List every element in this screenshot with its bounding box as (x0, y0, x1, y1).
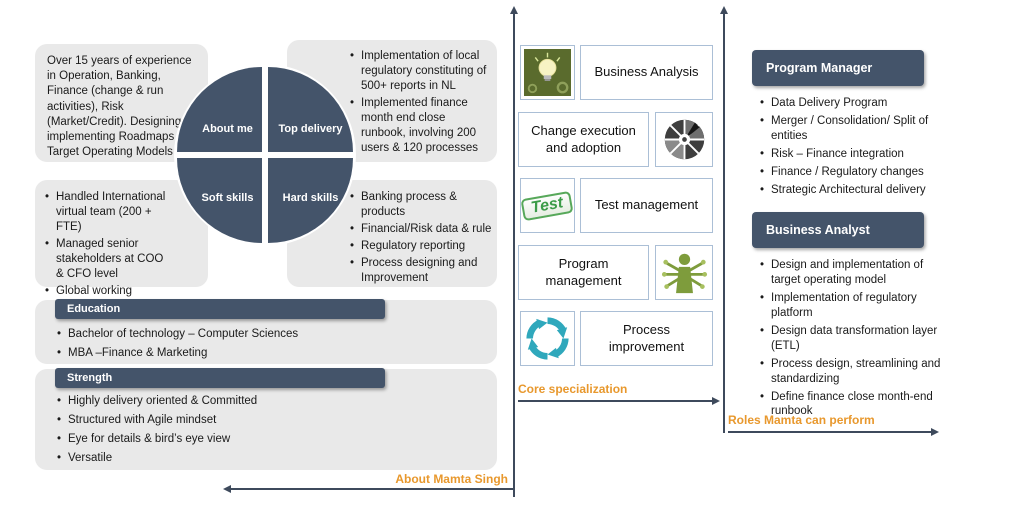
axis-arrow-right-icon (712, 397, 720, 405)
vertical-axis-right (723, 14, 725, 433)
experience-text: Over 15 years of experience in Operation… (47, 55, 192, 159)
education-header: Education (55, 299, 385, 319)
business-analyst-title: Business Analyst (766, 223, 870, 237)
strength-item: Highly delivery oriented & Committed (57, 394, 497, 409)
about-axis-line (230, 488, 514, 490)
quadrant-label: Top delivery (278, 122, 343, 135)
specialization-label: Process improvement (608, 322, 685, 354)
business-analyst-item: Design and implementation of target oper… (760, 258, 948, 288)
about-axis-label: About Mamta Singh (395, 472, 508, 486)
quadrant-label: About me (202, 122, 253, 135)
strength-title: Strength (67, 372, 113, 384)
core-axis-line (518, 400, 714, 402)
program-manager-item: Finance / Regulatory changes (760, 165, 948, 180)
soft-skills-item: Handled International virtual team (200 … (45, 190, 174, 235)
program-manager-item: Merger / Consolidation/ Split of entitie… (760, 114, 948, 144)
strength-item: Versatile (57, 451, 497, 466)
specialization-label: Business Analysis (594, 64, 699, 80)
program-manager-item: Strategic Architectural delivery (760, 183, 948, 198)
program-manager-header: Program Manager (752, 50, 924, 86)
education-item: Bachelor of technology – Computer Scienc… (57, 327, 497, 342)
specialization-change-execution: Change execution and adoption (518, 112, 649, 167)
specialization-label: Test management (594, 197, 699, 213)
specialization-business-analysis: Business Analysis (580, 45, 713, 100)
multitasking-person-icon (655, 245, 713, 300)
hard-skills-item: Financial/Risk data & rule (350, 222, 493, 237)
soft-skills-item: Managed senior stakeholders at COO & CFO… (45, 237, 174, 282)
business-analyst-item: Design data transformation layer (ETL) (760, 324, 948, 354)
hard-skills-item: Process designing and Improvement (350, 256, 493, 286)
specialization-program-management: Program management (518, 245, 649, 300)
top-delivery-item: Implementation of local regulatory const… (350, 49, 493, 94)
hard-skills-item: Regulatory reporting (350, 239, 493, 254)
program-manager-list: Data Delivery Program Merger / Consolida… (760, 96, 948, 201)
test-stamp-text: Test (520, 190, 575, 221)
axis-arrow-right-icon (931, 428, 939, 436)
strength-item: Structured with Agile mindset (57, 413, 497, 428)
business-analyst-item: Define finance close month-end runbook (760, 390, 948, 420)
hard-skills-box: Banking process & products Financial/Ris… (287, 180, 497, 287)
soft-skills-box: Handled International virtual team (200 … (35, 180, 208, 312)
specialization-label: Program management (545, 256, 622, 288)
business-analyst-item: Process design, streamlining and standar… (760, 357, 948, 387)
core-axis-label: Core specialization (518, 382, 628, 396)
process-cycle-icon (520, 311, 575, 366)
vertical-axis-left (513, 14, 515, 497)
test-stamp-icon: Test (520, 178, 575, 233)
experience-box: Over 15 years of experience in Operation… (35, 44, 208, 162)
hard-skills-item: Banking process & products (350, 190, 493, 220)
axis-arrow-up-icon (510, 6, 518, 14)
axis-arrow-left-icon (223, 485, 231, 493)
idea-lightbulb-icon (520, 45, 575, 100)
strength-header: Strength (55, 368, 385, 388)
strength-item: Eye for details & bird’s eye view (57, 432, 497, 447)
education-title: Education (67, 303, 121, 315)
program-manager-item: Data Delivery Program (760, 96, 948, 111)
top-delivery-item: Implemented finance month end close runb… (350, 96, 493, 156)
roles-axis-line (728, 431, 933, 433)
specialization-label: Change execution and adoption (531, 123, 636, 155)
axis-arrow-up-icon (720, 6, 728, 14)
quadrant-label: Soft skills (201, 191, 254, 204)
specialization-test-management: Test management (580, 178, 713, 233)
specialization-process-improvement: Process improvement (580, 311, 713, 366)
quadrant-circle: About me Top delivery Soft skills Hard s… (174, 64, 356, 246)
business-analyst-list: Design and implementation of target oper… (760, 258, 948, 422)
education-item: MBA –Finance & Marketing (57, 346, 497, 361)
strategy-wheel-icon (655, 112, 713, 167)
program-manager-item: Risk – Finance integration (760, 147, 948, 162)
quadrant-label: Hard skills (282, 191, 339, 204)
program-manager-title: Program Manager (766, 61, 873, 75)
business-analyst-header: Business Analyst (752, 212, 924, 248)
business-analyst-item: Implementation of regulatory platform (760, 291, 948, 321)
